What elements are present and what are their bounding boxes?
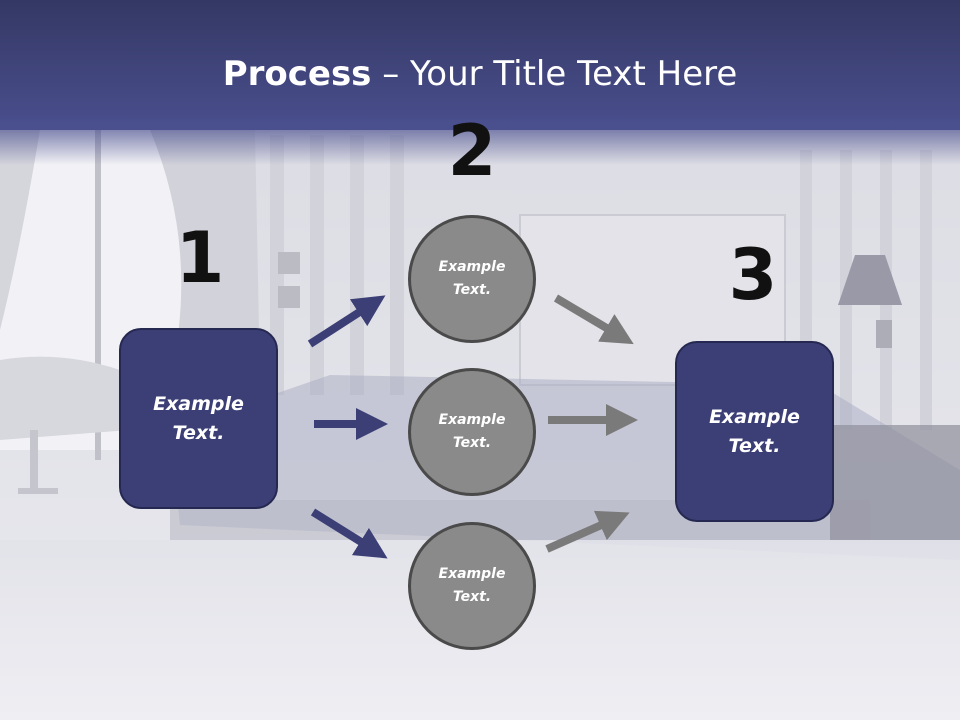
circle-top-line2: Text.: [452, 282, 492, 298]
title-bold: Process: [222, 54, 372, 94]
step-number-3: 3: [728, 234, 778, 316]
step-number-1: 1: [175, 217, 225, 299]
circle-middle-line1: Example: [438, 412, 506, 428]
title-bar: [0, 0, 960, 130]
circle-middle-line2: Text.: [452, 435, 492, 451]
right-box-line1: Example: [709, 405, 800, 428]
title-rest: – Your Title Text Here: [371, 54, 738, 94]
arrow-bottom-to-right: [545, 510, 630, 553]
left-box-line2: Text.: [172, 421, 225, 444]
right-box-line2: Text.: [728, 434, 781, 457]
arrow-top-to-right: [553, 294, 634, 345]
circle-bottom-line1: Example: [438, 566, 506, 582]
step-number-2: 2: [447, 110, 497, 192]
circle-bottom-line2: Text.: [452, 589, 492, 605]
arrow-left-to-top: [307, 295, 386, 348]
slide-title: Process – Your Title Text Here: [0, 52, 960, 96]
arrow-left-to-bottom: [310, 508, 388, 559]
circle-top-line1: Example: [438, 259, 506, 275]
left-box-line1: Example: [153, 392, 244, 415]
title-bar-fade: [0, 120, 960, 165]
